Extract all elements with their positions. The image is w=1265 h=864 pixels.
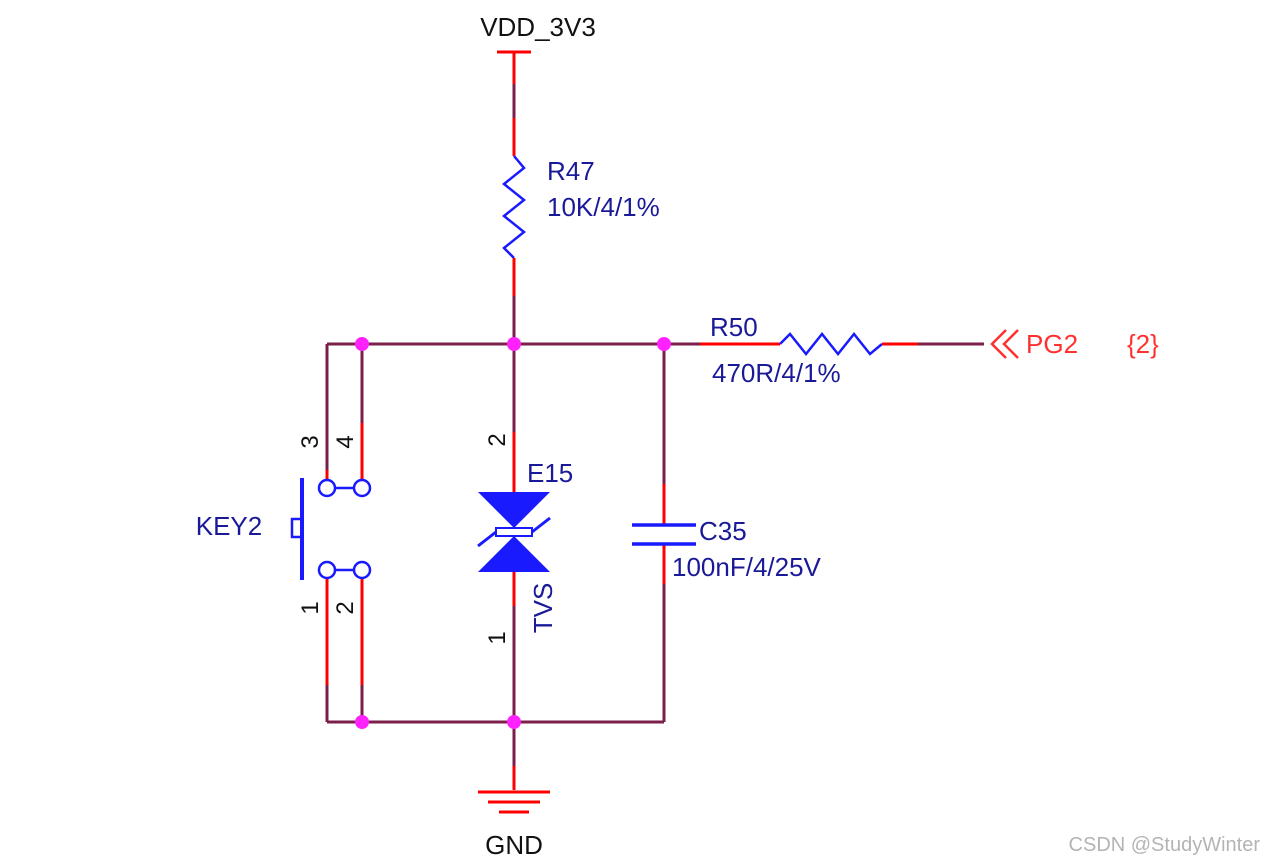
port-sheet-ref: {2} [1127, 329, 1159, 359]
r50-value-label: 470R/4/1% [712, 358, 841, 388]
tvs-pin1-label: 1 [484, 631, 511, 644]
watermark-text: CSDN @StudyWinter [1069, 834, 1261, 856]
key2-pin3-label: 3 [297, 435, 324, 448]
junction-dot [507, 337, 521, 351]
r47-value-label: 10K/4/1% [547, 192, 660, 222]
c35-ref-label: C35 [699, 516, 747, 546]
tvs-ref-label: E15 [527, 458, 573, 488]
key2-pin4-label: 4 [332, 435, 359, 448]
key2-pin2-label: 2 [332, 601, 359, 614]
junction-dot [657, 337, 671, 351]
junction-dot [355, 337, 369, 351]
junction-dot [507, 715, 521, 729]
wires [325, 296, 984, 766]
power-symbol-vdd [497, 50, 531, 84]
resistor-r50 [700, 331, 918, 357]
r50-ref-label: R50 [710, 312, 758, 342]
tvs-diode-e15 [477, 432, 551, 606]
power-net-label: VDD_3V3 [480, 12, 596, 42]
r47-ref-label: R47 [547, 156, 595, 186]
junctions [355, 337, 671, 729]
key2-ref-label: KEY2 [196, 511, 263, 541]
tvs-pin2-label: 2 [484, 433, 511, 446]
port-net-label: PG2 [1026, 329, 1078, 359]
pushbutton-key2 [290, 423, 372, 685]
ground-net-label: GND [485, 830, 543, 860]
resistor-r47 [501, 84, 527, 296]
tvs-type-label: TVS [528, 583, 558, 634]
offsheet-connector-pg2 [990, 329, 1019, 359]
capacitor-c35 [632, 484, 696, 584]
junction-dot [355, 715, 369, 729]
ground-symbol [478, 766, 550, 814]
key2-pin1-label: 1 [297, 601, 324, 614]
c35-value-label: 100nF/4/25V [672, 552, 822, 582]
